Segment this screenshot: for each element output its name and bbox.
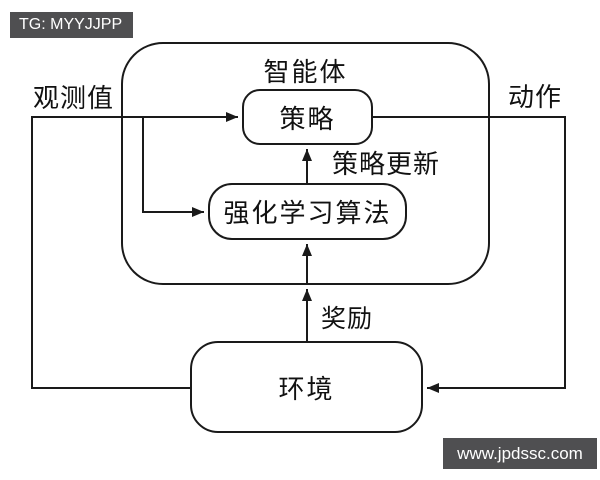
observation-line (31, 112, 238, 389)
node-rl-algorithm: 强化学习算法 (208, 183, 407, 240)
node-policy: 策略 (242, 89, 373, 145)
observation-branch-line (142, 117, 204, 217)
edge-label-policy-update: 策略更新 (332, 150, 441, 180)
node-environment-label: 环境 (278, 374, 335, 405)
edge-label-action: 动作 (508, 83, 563, 113)
node-environment: 环境 (190, 341, 423, 433)
edge-label-observation: 观测值 (33, 84, 115, 114)
watermark-tag-text: TG: MYYJJPP (19, 16, 123, 33)
node-rl-algorithm-label: 强化学习算法 (223, 199, 392, 229)
node-agent-label: 智能体 (263, 58, 348, 88)
node-agent (121, 42, 490, 285)
node-policy-label: 策略 (279, 104, 336, 135)
watermark-site-text: www.jpdssc.com (457, 443, 583, 463)
edge-label-reward: 奖励 (321, 304, 374, 333)
watermark-site: www.jpdssc.com (443, 438, 597, 469)
action-line (373, 116, 566, 393)
watermark-tag: TG: MYYJJPP (10, 12, 133, 38)
